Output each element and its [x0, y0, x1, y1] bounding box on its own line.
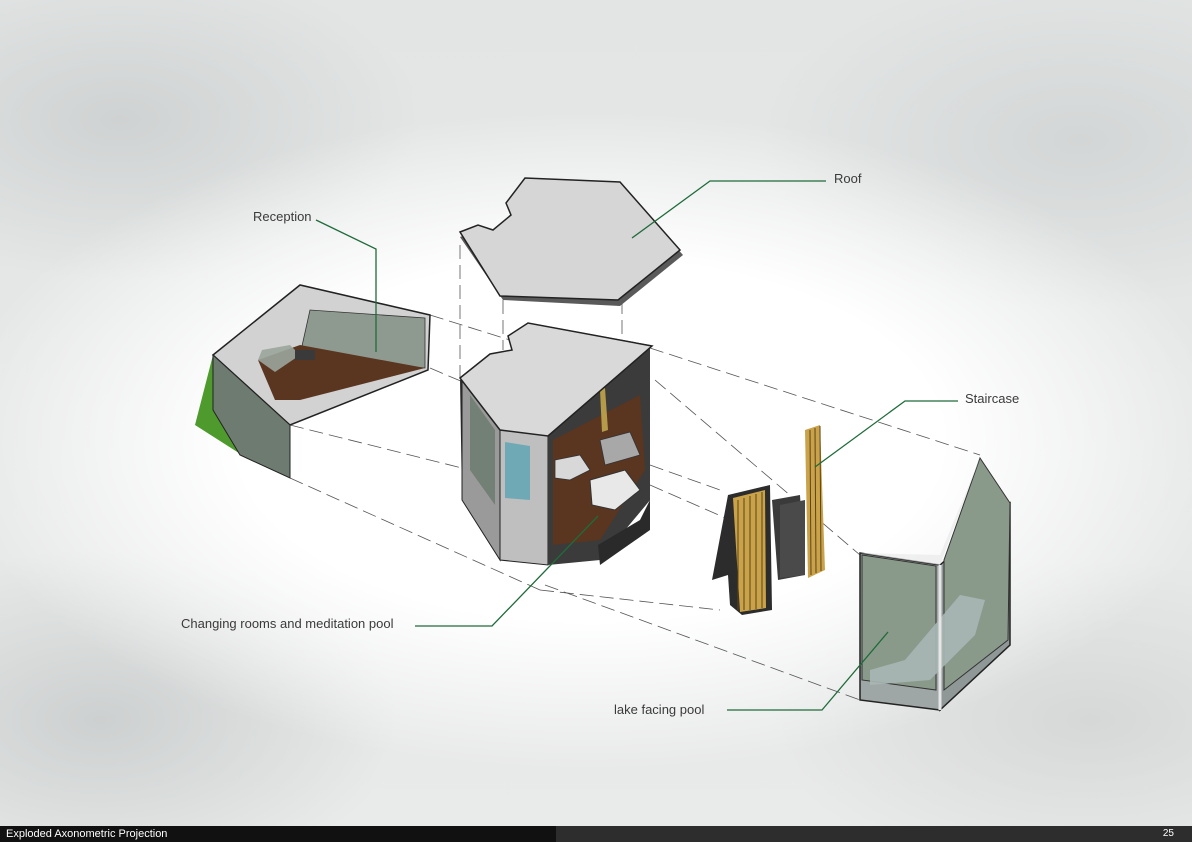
lake-pool-leader — [727, 631, 889, 711]
roof-slab — [458, 177, 683, 306]
staircase-leader — [814, 400, 958, 468]
page-number: 25 — [556, 826, 1192, 842]
label-roof: Roof — [834, 171, 862, 186]
projection-lines — [289, 245, 981, 701]
reception-leader — [315, 219, 377, 352]
footer-title: Exploded Axonometric Projection — [0, 826, 556, 842]
lake-pool-module — [859, 456, 1011, 712]
label-reception: Reception — [253, 209, 312, 224]
roof-leader — [631, 180, 826, 239]
changing-rooms-leader — [415, 515, 599, 627]
label-staircase: Staircase — [965, 391, 1020, 406]
staircase-module — [712, 425, 825, 615]
reception-module — [195, 284, 431, 479]
changing-rooms-module — [458, 322, 654, 566]
leader-lines — [315, 180, 958, 711]
label-changing-rooms: Changing rooms and meditation pool — [181, 616, 394, 631]
label-lake-pool: lake facing pool — [614, 702, 705, 717]
